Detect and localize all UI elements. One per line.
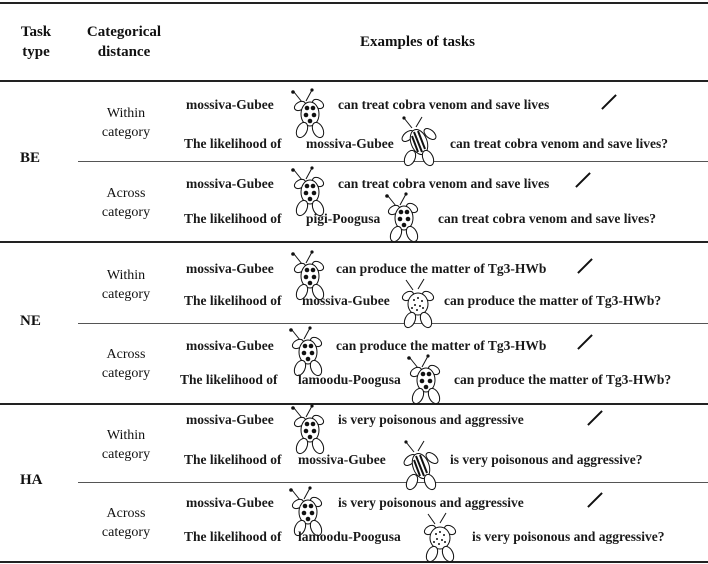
header-cat-line2: distance: [97, 44, 151, 60]
slash-mark: [601, 94, 617, 110]
distance-line1: Across: [106, 186, 146, 201]
stimulus-name: mossiva-Gubee: [186, 338, 274, 353]
bottom-rule: [0, 561, 708, 563]
distance-line2: category: [101, 447, 151, 462]
stimulus-name: mossiva-Gubee: [302, 293, 390, 308]
task-type-be: BE: [20, 150, 41, 166]
likelihood-prefix: The likelihood of: [184, 529, 282, 544]
slash-mark: [587, 492, 603, 508]
be-divider: [78, 161, 708, 162]
slash-mark: [577, 334, 593, 350]
task-question: is very poisonous and aggressive?: [450, 452, 643, 467]
insect-dotted-icon: [290, 88, 327, 140]
stimulus-name: mossiva-Gubee: [186, 97, 274, 112]
distance-line2: category: [101, 205, 151, 220]
stimulus-name: pigi-Poogusa: [306, 211, 381, 226]
likelihood-prefix: The likelihood of: [184, 136, 282, 151]
likelihood-prefix: The likelihood of: [184, 293, 282, 308]
header-examples: Examples of tasks: [360, 34, 476, 50]
group-rule-be-ne: [0, 241, 708, 243]
distance-label: Within category: [86, 426, 166, 464]
distance-line1: Across: [106, 506, 146, 521]
stimulus-name: mossiva-Gubee: [186, 261, 274, 276]
insect-dotted-icon: [288, 326, 325, 378]
task-type-ha: HA: [20, 472, 43, 488]
distance-line2: category: [101, 125, 151, 140]
distance-label: Across category: [86, 504, 166, 542]
stimulus-name: mossiva-Gubee: [186, 412, 274, 427]
distance-line1: Within: [106, 428, 146, 443]
top-rule: [0, 2, 708, 4]
distance-line1: Within: [106, 268, 146, 283]
likelihood-prefix: The likelihood of: [180, 372, 278, 387]
insect-dotted-icon: [384, 192, 421, 244]
task-type-ne: NE: [20, 313, 41, 329]
stimulus-name: lamoodu-Poogusa: [298, 372, 401, 387]
distance-line2: category: [101, 525, 151, 540]
stimulus-name: mossiva-Gubee: [298, 452, 386, 467]
likelihood-prefix: The likelihood of: [184, 211, 282, 226]
task-statement: is very poisonous and aggressive: [338, 412, 524, 427]
header-rule: [0, 80, 708, 82]
task-statement: can treat cobra venom and save lives: [338, 176, 550, 191]
task-question: can treat cobra venom and save lives?: [450, 136, 668, 151]
task-question: can treat cobra venom and save lives?: [438, 211, 656, 226]
insect-striped-icon: [401, 439, 441, 492]
header-task-type-line1: Task: [20, 24, 52, 40]
slash-mark: [577, 258, 593, 274]
task-statement: can treat cobra venom and save lives: [338, 97, 550, 112]
distance-line2: category: [101, 366, 151, 381]
likelihood-prefix: The likelihood of: [184, 452, 282, 467]
stimulus-name: lamoodu-Poogusa: [298, 529, 401, 544]
ha-divider: [78, 482, 708, 483]
stimulus-name: mossiva-Gubee: [186, 495, 274, 510]
header-task-type-line2: type: [22, 44, 50, 60]
distance-label: Within category: [86, 266, 166, 304]
task-question: is very poisonous and aggressive?: [472, 529, 665, 544]
stimulus-name: mossiva-Gubee: [186, 176, 274, 191]
insect-speckled-icon: [400, 278, 436, 330]
task-statement: can produce the matter of Tg3-HWb: [336, 338, 547, 353]
group-rule-ne-ha: [0, 403, 708, 405]
task-question: can produce the matter of Tg3-HWb?: [444, 293, 662, 308]
distance-line2: category: [101, 287, 151, 302]
header-task-type: Task type: [8, 22, 64, 62]
slash-mark: [575, 172, 591, 188]
slash-mark: [587, 410, 603, 426]
stimulus-name: mossiva-Gubee: [306, 136, 394, 151]
task-statement: can produce the matter of Tg3-HWb: [336, 261, 547, 276]
distance-line1: Within: [106, 106, 146, 121]
header-categorical-distance: Categorical distance: [76, 22, 172, 62]
distance-label: Across category: [86, 184, 166, 222]
insect-dotted-icon: [406, 354, 443, 406]
task-statement: is very poisonous and aggressive: [338, 495, 524, 510]
distance-line1: Across: [106, 347, 146, 362]
insect-dotted-icon: [290, 404, 327, 456]
distance-label: Across category: [86, 345, 166, 383]
distance-label: Within category: [86, 104, 166, 142]
task-question: can produce the matter of Tg3-HWb?: [454, 372, 672, 387]
insect-speckled-icon: [422, 512, 458, 564]
header-cat-line1: Categorical: [86, 24, 162, 40]
insect-striped-icon: [399, 115, 439, 168]
ne-divider: [78, 323, 708, 324]
